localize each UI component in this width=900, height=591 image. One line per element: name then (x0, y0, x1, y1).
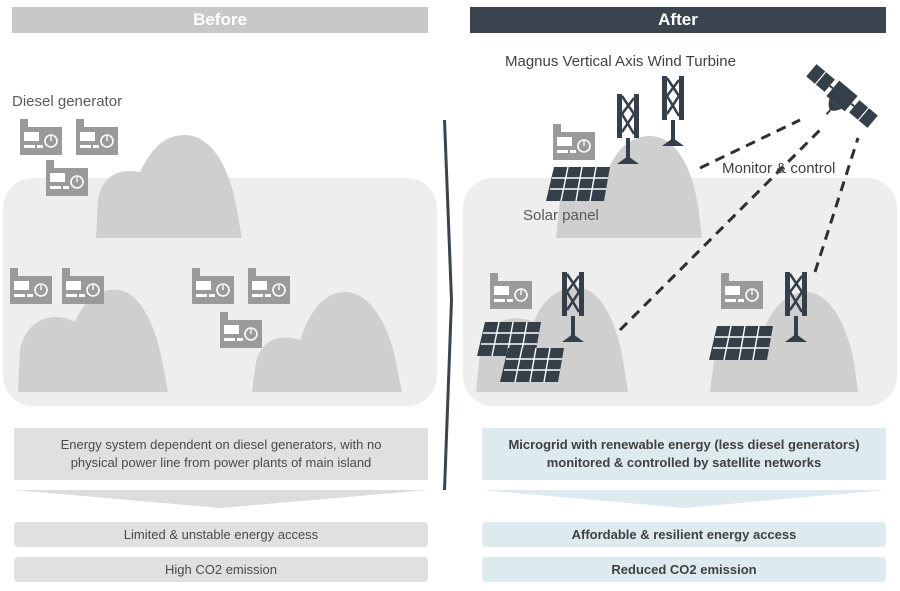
after-header: After (470, 7, 886, 33)
before-outcome-access: Limited & unstable energy access (14, 522, 428, 547)
diesel-generator-icon (19, 118, 63, 156)
monitor-label: Monitor & control (722, 160, 836, 177)
before-outcome-emission: High CO2 emission (14, 557, 428, 582)
after-hill (710, 292, 858, 392)
turbine-label: Magnus Vertical Axis Wind Turbine (505, 53, 736, 70)
down-arrow (14, 490, 428, 508)
diesel-generator-icon (45, 159, 89, 197)
diesel-generator-icon (552, 123, 596, 161)
after-outcome-access: Affordable & resilient energy access (482, 522, 886, 547)
before-header: Before (12, 7, 428, 33)
satellite-link (699, 118, 801, 170)
diesel-generator-label: Diesel generator (12, 93, 123, 110)
before-hill (96, 135, 242, 238)
solar-panel-label: Solar panel (523, 207, 599, 224)
after-description-line: monitored & controlled by satellite netw… (546, 455, 822, 470)
solar-panel-icon (545, 166, 611, 202)
before-hill (252, 292, 402, 392)
after-hill (556, 136, 702, 238)
satellite-icon (806, 64, 878, 128)
satellite-link (813, 137, 860, 273)
satellite-link (618, 126, 824, 332)
wind-turbine-icon (660, 74, 686, 148)
down-arrow (482, 490, 886, 508)
after-description: Microgrid with renewable energy (less di… (482, 428, 886, 480)
diesel-generator-icon (75, 118, 119, 156)
divider (443, 120, 453, 490)
before-description: Energy system dependent on diesel genera… (14, 428, 428, 480)
solar-panel-icon (499, 347, 565, 383)
solar-panel-icon (708, 325, 774, 361)
before-hill (18, 289, 168, 392)
after-description-line: Microgrid with renewable energy (less di… (508, 437, 860, 453)
after-outcome-emission: Reduced CO2 emission (482, 557, 886, 582)
before-description-line: Energy system dependent on diesel genera… (60, 437, 382, 453)
before-description-line: physical power line from power plants of… (70, 455, 372, 470)
